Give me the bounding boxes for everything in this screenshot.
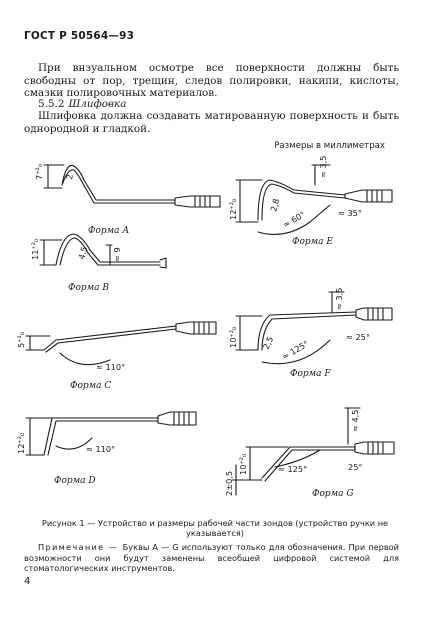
dim-e-length: ≈ 3,5 xyxy=(318,156,328,178)
dim-g-angle2: 25° xyxy=(348,462,363,472)
dim-f-height: 10⁺²₀ xyxy=(228,327,238,348)
probe-form-a: 7⁺²₀ 2 Форма А xyxy=(34,164,221,236)
probe-form-b: 11⁺²₀ 4,5 ≈ 9 Форма В xyxy=(30,233,167,293)
dim-f-angle1: ≈ 125° xyxy=(280,338,310,361)
units-note: Размеры в миллиметрах xyxy=(274,141,385,151)
dim-f-length: ≈ 3,5 xyxy=(334,288,344,310)
dim-c-angle: ≈ 110° xyxy=(96,362,125,372)
label-form-d: Форма D xyxy=(54,476,96,486)
label-form-a: Форма А xyxy=(88,226,129,236)
dim-e-height: 12⁺²₀ xyxy=(228,199,238,220)
probe-form-f: 10⁺²₀ 2,5 ≈ 125° ≈ 25° ≈ 3,5 Форма F xyxy=(228,288,393,379)
dim-g-height: 10⁺²₀ xyxy=(238,454,248,475)
label-form-e: Форма Е xyxy=(292,237,333,247)
paragraph-grinding: Шлифовка должна создавать матированную п… xyxy=(24,110,399,135)
probe-form-g: 10⁺²₀ 2±0,5 ≈ 125° 25° ≈ 4,5 Форма G xyxy=(224,407,395,499)
paragraph-visual-inspection: При внзуальном осмотре все поверхности д… xyxy=(24,62,399,100)
dim-e-angle2: ≈ 35° xyxy=(338,208,362,218)
dim-b-height: 11⁺²₀ xyxy=(30,239,40,260)
probe-form-d: 12⁺²₀ ≈ 110° Форма D xyxy=(16,411,197,486)
dim-f-angle2: ≈ 25° xyxy=(346,332,370,342)
section-title: Шлифовка xyxy=(68,98,127,110)
dim-b-length: ≈ 9 xyxy=(112,247,122,262)
probe-figure: 7⁺²₀ 2 Форма А 12⁺²₀ 2,8 ≈ 60° ≈ 35° ≈ 3… xyxy=(16,156,395,499)
figure-caption: Рисунок 1 — Устройство и размеры рабочей… xyxy=(41,518,389,538)
label-form-c: Форма С xyxy=(70,381,111,391)
dim-f-radius: 2,5 xyxy=(261,335,276,351)
dim-a-height: 7⁺²₀ xyxy=(34,164,44,180)
dim-g-angle1: ≈ 125° xyxy=(278,464,307,474)
label-form-f: Форма F xyxy=(290,369,331,379)
dim-a-radius: 2 xyxy=(64,173,75,180)
note-label: Примечание — xyxy=(38,542,123,552)
label-form-g: Форма G xyxy=(312,489,354,499)
dim-g-diameter: 2±0,5 xyxy=(224,471,234,496)
dim-b-radius: 4,5 xyxy=(76,245,89,260)
probe-form-e: 12⁺²₀ 2,8 ≈ 60° ≈ 35° ≈ 3,5 Форма Е xyxy=(228,156,393,247)
label-form-b: Форма В xyxy=(68,283,109,293)
dim-d-height: 12⁺²₀ xyxy=(16,433,26,454)
dim-d-angle: ≈ 110° xyxy=(86,444,115,454)
dim-e-radius: 2,8 xyxy=(268,197,281,212)
dim-g-length: ≈ 4,5 xyxy=(350,410,360,432)
standard-header: ГОСТ Р 50564—93 xyxy=(24,30,135,42)
figure-note: Примечание — Буквы А — G используют толь… xyxy=(24,542,399,574)
page-number: 4 xyxy=(24,576,31,587)
dim-c-height: 5⁺²₀ xyxy=(16,332,26,348)
section-number: 5.5.2 xyxy=(38,98,65,110)
note-text: Буквы А — G используют только для обозна… xyxy=(24,542,399,573)
probe-form-c: 5⁺²₀ ≈ 110° Форма С xyxy=(16,321,217,391)
